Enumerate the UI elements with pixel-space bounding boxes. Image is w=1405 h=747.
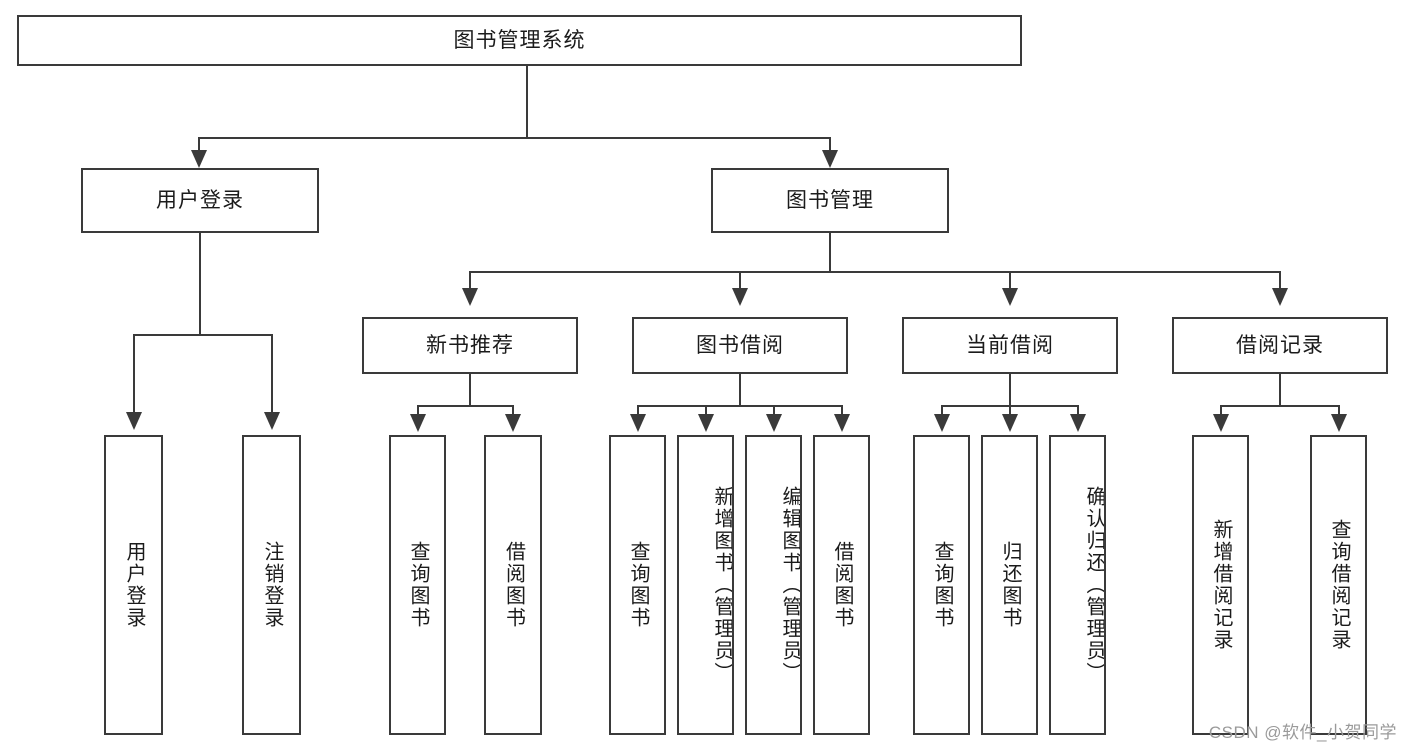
connector-nbr-to-leaf-1 xyxy=(512,405,514,419)
leaf-book-borrow-2[interactable]: 编辑图书（管理员） xyxy=(745,435,802,735)
connector-nbr-bar xyxy=(417,405,513,407)
connector-root-to-user-login xyxy=(198,137,200,157)
connector-bm-to-l3-0 xyxy=(469,271,471,293)
connector-user-login-to-leaf-0 xyxy=(133,334,135,418)
leaf-borrow-record-0[interactable]: 新增借阅记录 xyxy=(1192,435,1249,735)
connector-user-login-stem xyxy=(199,233,201,335)
arrowhead-user-login-leaf-0 xyxy=(126,412,142,430)
connector-cb-stem xyxy=(1009,374,1011,406)
leaf-user-login-0[interactable]: 用户登录 xyxy=(104,435,163,735)
arrowhead-book-management xyxy=(822,150,838,168)
node-book-management[interactable]: 图书管理 xyxy=(711,168,949,233)
connector-bb-to-leaf-2 xyxy=(773,405,775,419)
leaf-current-borrow-1[interactable]: 归还图书 xyxy=(981,435,1038,735)
connector-root-stem xyxy=(526,66,528,138)
connector-bb-to-leaf-1 xyxy=(705,405,707,419)
connector-bm-to-l3-2 xyxy=(1009,271,1011,293)
arrowhead-l3-current-borrow xyxy=(1002,288,1018,306)
arrowhead-br-leaf-1 xyxy=(1331,414,1347,432)
arrowhead-user-login xyxy=(191,150,207,168)
leaf-book-borrow-0[interactable]: 查询图书 xyxy=(609,435,666,735)
leaf-borrow-record-1[interactable]: 查询借阅记录 xyxy=(1310,435,1367,735)
node-current-borrow[interactable]: 当前借阅 xyxy=(902,317,1118,374)
arrowhead-bb-leaf-0 xyxy=(630,414,646,432)
arrowhead-bb-leaf-2 xyxy=(766,414,782,432)
connector-bm-to-l3-3 xyxy=(1279,271,1281,293)
connector-br-bar xyxy=(1220,405,1338,407)
arrowhead-cb-leaf-1 xyxy=(1002,414,1018,432)
node-root-book-management-system[interactable]: 图书管理系统 xyxy=(17,15,1022,66)
connector-br-stem xyxy=(1279,374,1281,406)
arrowhead-cb-leaf-0 xyxy=(934,414,950,432)
arrowhead-user-login-leaf-1 xyxy=(264,412,280,430)
connector-bb-bar xyxy=(637,405,843,407)
leaf-book-borrow-3[interactable]: 借阅图书 xyxy=(813,435,870,735)
leaf-book-borrow-1[interactable]: 新增图书（管理员） xyxy=(677,435,734,735)
connector-cb-to-leaf-0 xyxy=(941,405,943,419)
connector-br-to-leaf-0 xyxy=(1220,405,1222,419)
connector-bb-to-leaf-3 xyxy=(841,405,843,419)
leaf-current-borrow-2[interactable]: 确认归还（管理员） xyxy=(1049,435,1106,735)
csdn-watermark: CSDN @软件_小贺同学 xyxy=(1208,723,1397,742)
leaf-new-book-recommend-0[interactable]: 查询图书 xyxy=(389,435,446,735)
connector-book-management-stem xyxy=(829,233,831,272)
connector-cb-to-leaf-2 xyxy=(1077,405,1079,419)
leaf-user-login-1[interactable]: 注销登录 xyxy=(242,435,301,735)
leaf-current-borrow-0[interactable]: 查询图书 xyxy=(913,435,970,735)
connector-cb-to-leaf-1 xyxy=(1009,405,1011,419)
connector-nbr-stem xyxy=(469,374,471,406)
arrowhead-bb-leaf-1 xyxy=(698,414,714,432)
connector-bm-to-l3-1 xyxy=(739,271,741,293)
arrowhead-nbr-leaf-1 xyxy=(505,414,521,432)
connector-bb-to-leaf-0 xyxy=(637,405,639,419)
connector-nbr-to-leaf-0 xyxy=(417,405,419,419)
arrowhead-nbr-leaf-0 xyxy=(410,414,426,432)
arrowhead-bb-leaf-3 xyxy=(834,414,850,432)
node-user-login[interactable]: 用户登录 xyxy=(81,168,319,233)
node-new-book-recommend[interactable]: 新书推荐 xyxy=(362,317,578,374)
arrowhead-br-leaf-0 xyxy=(1213,414,1229,432)
leaf-new-book-recommend-1[interactable]: 借阅图书 xyxy=(484,435,542,735)
arrowhead-cb-leaf-2 xyxy=(1070,414,1086,432)
node-borrow-record[interactable]: 借阅记录 xyxy=(1172,317,1388,374)
connector-book-management-bar xyxy=(469,271,1281,273)
arrowhead-l3-borrow-record xyxy=(1272,288,1288,306)
node-book-borrow[interactable]: 图书借阅 xyxy=(632,317,848,374)
arrowhead-l3-book-borrow xyxy=(732,288,748,306)
connector-user-login-bar xyxy=(133,334,273,336)
connector-root-to-book-management xyxy=(829,137,831,157)
connector-root-bar xyxy=(198,137,830,139)
connector-user-login-to-leaf-1 xyxy=(271,334,273,418)
arrowhead-l3-new-book xyxy=(462,288,478,306)
connector-bb-stem xyxy=(739,374,741,406)
connector-br-to-leaf-1 xyxy=(1338,405,1340,419)
